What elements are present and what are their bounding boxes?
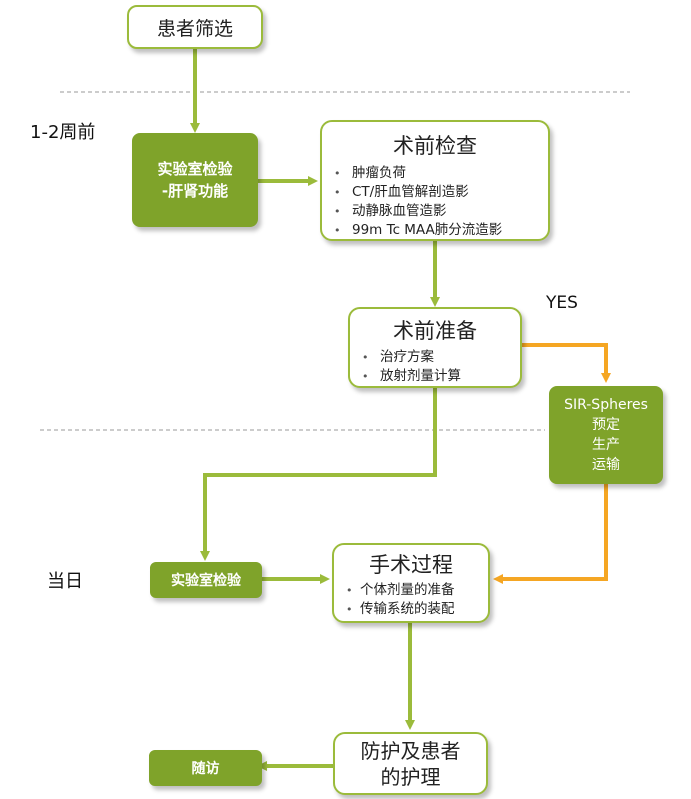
procedure-title: 手术过程 (369, 553, 453, 577)
followup-label: 随访 (191, 761, 220, 777)
procedure-list: 个体剂量的准备 传输系统的装配 (334, 581, 488, 619)
pre-exam-box: 术前检查 肿瘤负荷 CT/肝血管解剖造影 动静脉血管造影 99m Tc MAA肺… (320, 120, 550, 241)
pre-exam-item: CT/肝血管解剖造影 (322, 183, 548, 202)
screening-box: 患者筛选 (127, 5, 263, 49)
lab-liver-line1: 实验室检验 (157, 160, 233, 178)
yes-label: YES (546, 293, 578, 313)
pre-exam-list: 肿瘤负荷 CT/肝血管解剖造影 动静脉血管造影 99m Tc MAA肺分流造影 (322, 164, 548, 240)
sir-line2: 预定 (592, 417, 620, 433)
timeline-pre-label: 1-2周前 (30, 122, 96, 143)
lab-check-box: 实验室检验 (150, 562, 262, 598)
sir-line4: 运输 (592, 457, 620, 473)
screening-label: 患者筛选 (156, 17, 233, 40)
pre-prep-title: 术前准备 (393, 319, 477, 343)
lab-liver-box: 实验室检验 -肝肾功能 (132, 133, 258, 227)
lab-liver-line2: -肝肾功能 (161, 182, 229, 200)
pre-exam-item: 99m Tc MAA肺分流造影 (322, 221, 548, 240)
timeline-day-label: 当日 (47, 571, 83, 592)
followup-box: 随访 (149, 750, 262, 786)
pre-exam-item: 动静脉血管造影 (322, 202, 548, 221)
pre-prep-item: 治疗方案 (350, 348, 520, 367)
procedure-item: 个体剂量的准备 (334, 581, 488, 600)
procedure-item: 传输系统的装配 (334, 600, 488, 619)
arrow-sir-procedure (493, 484, 608, 584)
pre-exam-item: 肿瘤负荷 (322, 164, 548, 183)
sir-line1: SIR-Spheres (564, 397, 648, 413)
sir-line3: 生产 (592, 437, 620, 453)
arrow-prep-sir (522, 343, 611, 383)
sir-spheres-box: SIR-Spheres 预定 生产 运输 (549, 386, 663, 484)
pre-exam-title: 术前检查 (393, 134, 477, 158)
care-line2: 的护理 (380, 764, 441, 789)
pre-prep-item: 放射剂量计算 (350, 367, 520, 386)
pre-prep-list: 治疗方案 放射剂量计算 (350, 348, 520, 386)
procedure-box: 手术过程 个体剂量的准备 传输系统的装配 (332, 543, 490, 623)
lab-check-label: 实验室检验 (171, 573, 241, 589)
pre-prep-box: 术前准备 治疗方案 放射剂量计算 (348, 307, 522, 388)
care-box: 防护及患者 的护理 (333, 732, 488, 795)
arrow-prep-labcheck (200, 388, 437, 561)
care-line1: 防护及患者 (360, 738, 461, 763)
